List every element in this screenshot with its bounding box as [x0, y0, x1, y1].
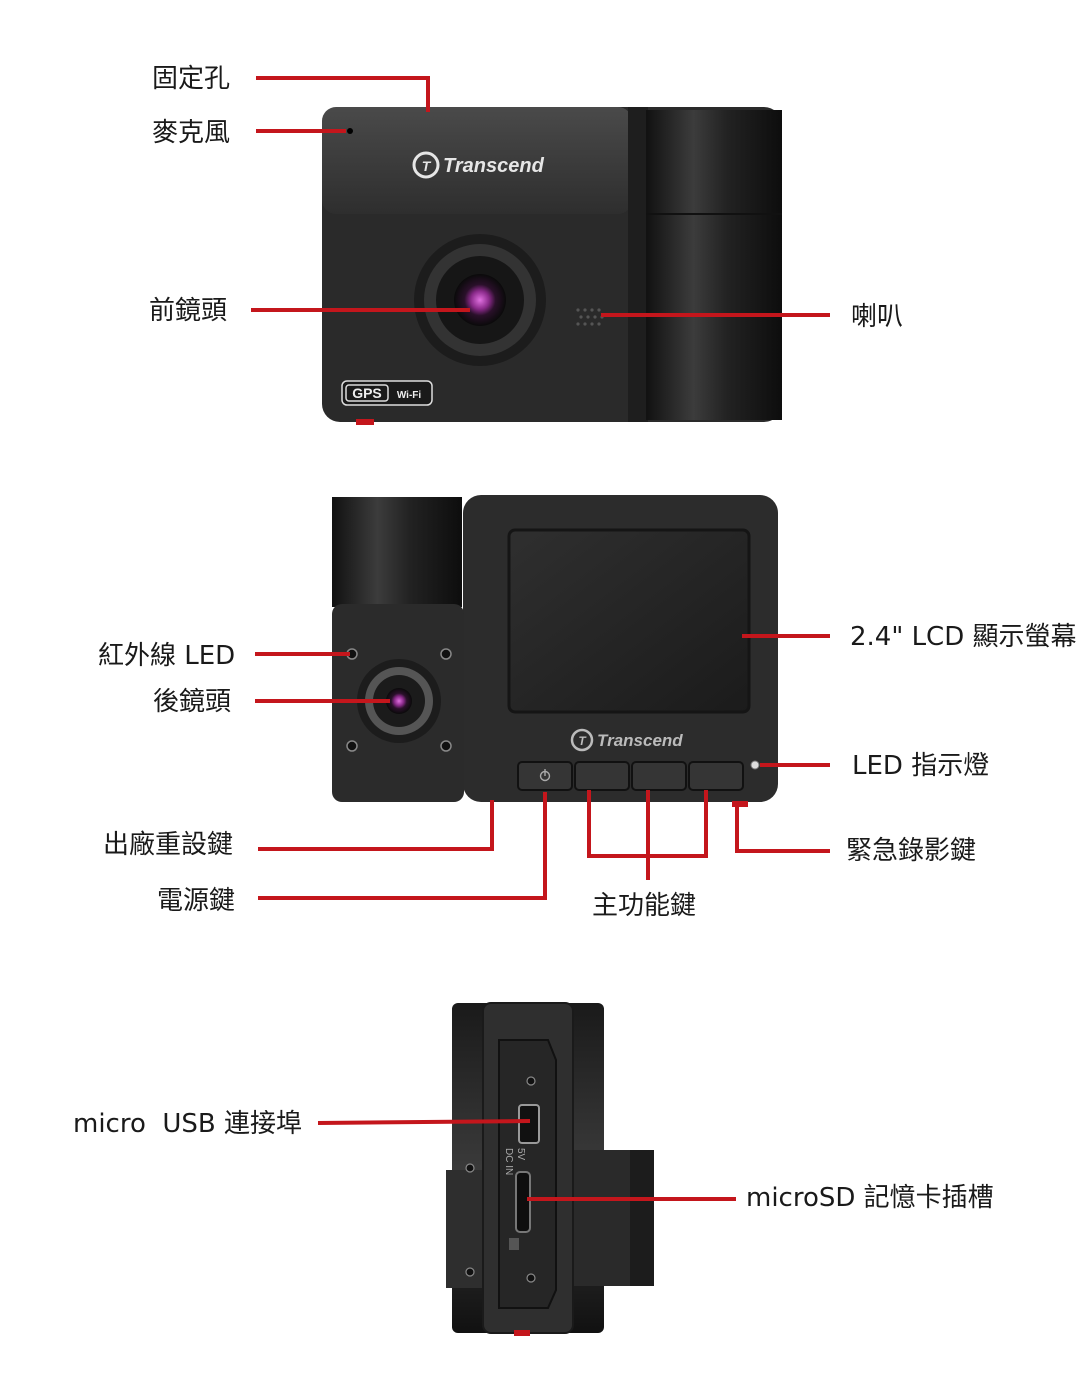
label-lcd: 2.4" LCD 顯示螢幕: [850, 622, 1077, 652]
label-reset-button: 出廠重設鍵: [103, 830, 234, 860]
label-microphone: 麥克風: [152, 118, 231, 148]
front-divider: [628, 107, 648, 422]
front-top-panel: [322, 107, 632, 214]
led-indicator: [750, 760, 760, 770]
back-buttons: [517, 761, 744, 791]
sd-card-icon: [509, 1238, 519, 1250]
gps-badge-text: GPS: [352, 385, 382, 401]
transcend-logo-front: T Transcend: [412, 151, 545, 179]
speaker-grille: [576, 308, 604, 326]
function-button-3: [688, 761, 744, 791]
line-emergency: [735, 805, 830, 853]
rear-lens: [357, 659, 441, 743]
label-front-lens: 前鏡頭: [149, 296, 228, 326]
function-button-1: [574, 761, 630, 791]
function-button-2: [631, 761, 687, 791]
front-lens: [414, 234, 546, 366]
emergency-tab: [732, 801, 748, 807]
brand-text: Transcend: [443, 155, 545, 177]
micro-usb-port: [518, 1104, 540, 1144]
transcend-logo-back: T Transcend: [570, 728, 683, 752]
microsd-slot: [515, 1171, 531, 1233]
port-marking-dcin: DC IN: [503, 1148, 514, 1175]
port-marking-5v: 5V: [515, 1148, 526, 1161]
line-mount-hole: [256, 76, 430, 112]
ir-leds: [346, 648, 452, 752]
back-cylinder-top: [332, 497, 462, 607]
label-ir-led: 紅外線 LED: [98, 641, 236, 671]
back-view: T Transcend: [332, 495, 778, 807]
front-rear-cam-cylinder: [646, 110, 782, 420]
port-marking: 5V DC IN: [503, 1148, 526, 1175]
line-power: [258, 792, 547, 900]
line-reset: [258, 800, 494, 851]
label-rear-lens: 後鏡頭: [153, 687, 232, 717]
front-emergency-tab: [356, 419, 374, 425]
brand-text-back: Transcend: [597, 731, 683, 750]
lcd-screen: [507, 528, 751, 714]
side-view: 5V DC IN: [446, 1002, 654, 1336]
gps-wifi-badge: GPS Wi-Fi: [341, 380, 433, 406]
label-emergency-button: 緊急錄影鍵: [846, 836, 977, 866]
svg-text:T: T: [422, 158, 432, 174]
microphone-hole: [347, 128, 353, 134]
label-mount-hole: 固定孔: [152, 64, 231, 94]
callout-lines: [251, 76, 830, 1201]
front-view: T Transcend GPS Wi-Fi: [322, 107, 782, 425]
line-usb: [317, 1119, 531, 1125]
label-speaker: 喇叭: [851, 302, 904, 332]
label-sd-slot: microSD 記憶卡插槽: [746, 1183, 994, 1213]
label-power-button: 電源鍵: [157, 886, 236, 916]
wifi-badge-text: Wi-Fi: [397, 390, 422, 401]
label-led-indicator: LED 指示燈: [852, 751, 990, 781]
label-function-buttons: 主功能鍵: [592, 891, 697, 921]
side-left-ring: [446, 1170, 488, 1288]
svg-text:T: T: [578, 734, 587, 748]
label-usb-port: micro USB 連接埠: [73, 1109, 303, 1139]
side-emergency-tab: [514, 1330, 530, 1336]
